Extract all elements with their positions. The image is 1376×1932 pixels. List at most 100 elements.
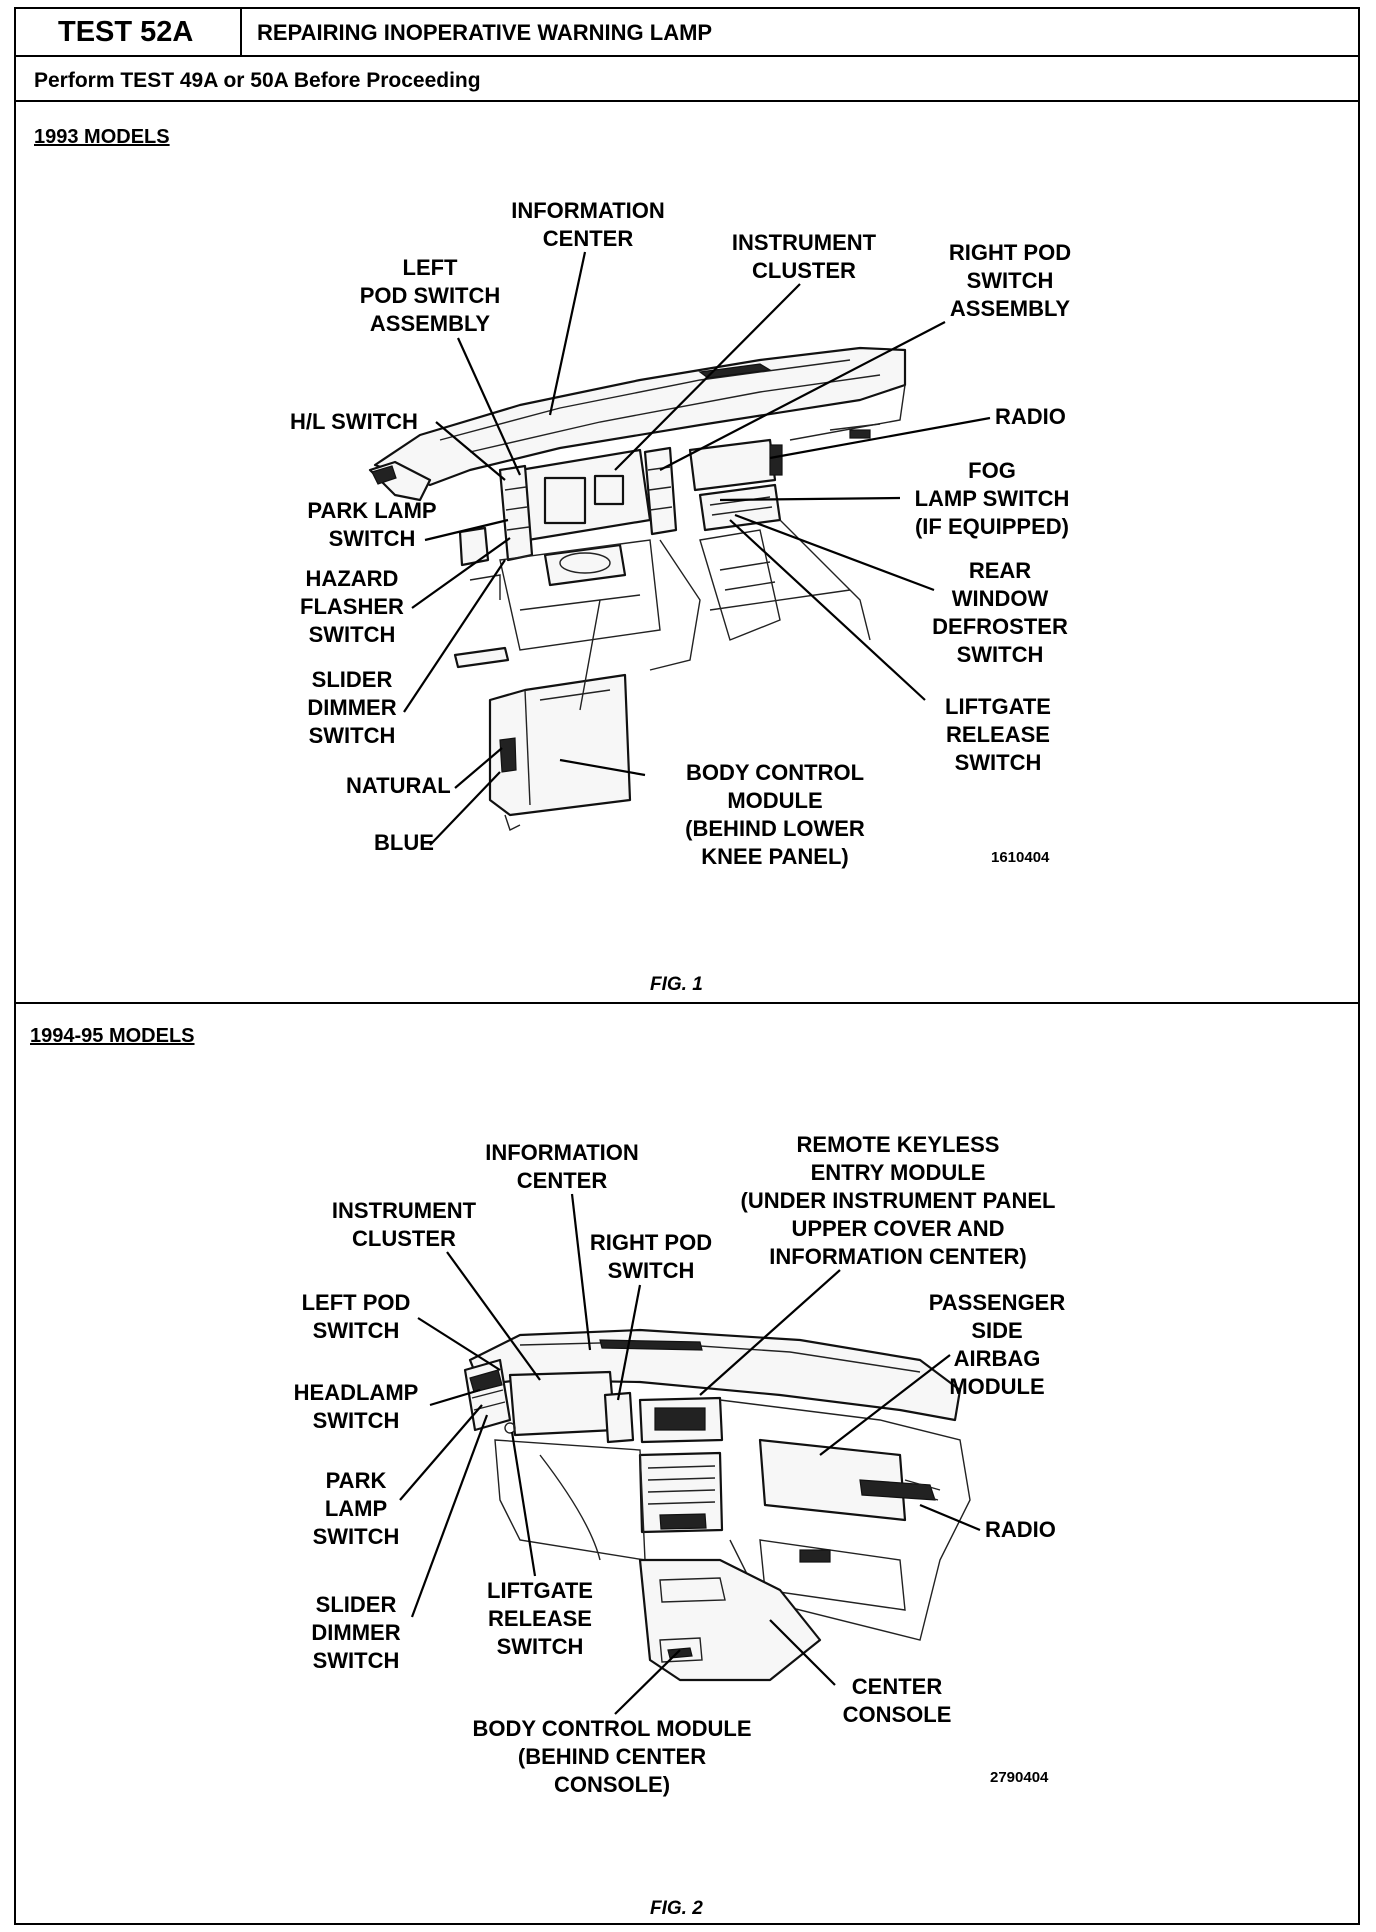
- fig2-label-body-control-module: BODY CONTROL MODULE (BEHIND CENTER CONSO…: [472, 1716, 751, 1797]
- svg-text:SWITCH: SWITCH: [497, 1634, 584, 1659]
- svg-text:INFORMATION CENTER): INFORMATION CENTER): [769, 1244, 1026, 1269]
- svg-text:SLIDER: SLIDER: [316, 1592, 397, 1617]
- fig2-label-right-pod-switch: RIGHT POD SWITCH: [590, 1230, 712, 1283]
- svg-text:CLUSTER: CLUSTER: [752, 258, 856, 283]
- figure2-section-label: 1994-95 MODELS: [30, 1025, 195, 1047]
- svg-text:RELEASE: RELEASE: [946, 722, 1050, 747]
- prerequisite-note: Perform TEST 49A or 50A Before Proceedin…: [34, 69, 481, 92]
- svg-text:HEADLAMP: HEADLAMP: [294, 1380, 419, 1405]
- svg-text:REMOTE KEYLESS: REMOTE KEYLESS: [797, 1132, 1000, 1157]
- svg-text:INFORMATION: INFORMATION: [485, 1140, 639, 1165]
- fig2-label-information-center: INFORMATION CENTER: [485, 1140, 639, 1193]
- test-title: REPAIRING INOPERATIVE WARNING LAMP: [257, 20, 713, 45]
- svg-text:PARK: PARK: [326, 1468, 387, 1493]
- fig1-label-liftgate-release-switch: LIFTGATE RELEASE SWITCH: [945, 694, 1051, 775]
- fig1-label-natural: NATURAL: [346, 773, 451, 798]
- fig1-label-body-control-module: BODY CONTROL MODULE (BEHIND LOWER KNEE P…: [685, 760, 865, 869]
- fig1-label-hl-switch: H/L SWITCH: [290, 409, 418, 434]
- fig1-label-fog-lamp-switch: FOG LAMP SWITCH (IF EQUIPPED): [915, 458, 1070, 539]
- svg-text:INSTRUMENT: INSTRUMENT: [332, 1198, 477, 1223]
- svg-text:SWITCH: SWITCH: [955, 750, 1042, 775]
- header-divider: [14, 55, 1360, 57]
- fig1-label-rear-window-defroster-switch: REAR WINDOW DEFROSTER SWITCH: [932, 558, 1068, 667]
- svg-text:CONSOLE): CONSOLE): [554, 1772, 670, 1797]
- svg-text:MODULE: MODULE: [727, 788, 822, 813]
- svg-text:LIFTGATE: LIFTGATE: [487, 1578, 593, 1603]
- svg-text:SWITCH: SWITCH: [608, 1258, 695, 1283]
- svg-text:SWITCH: SWITCH: [313, 1648, 400, 1673]
- fig1-label-left-pod-switch: LEFT POD SWITCH ASSEMBLY: [360, 255, 501, 336]
- fig1-label-information-center-line1: INFORMATION: [511, 198, 665, 223]
- svg-text:PASSENGER: PASSENGER: [929, 1290, 1066, 1315]
- svg-text:(IF EQUIPPED): (IF EQUIPPED): [915, 514, 1069, 539]
- svg-text:FLASHER: FLASHER: [300, 594, 404, 619]
- fig2-label-park-lamp-switch: PARK LAMP SWITCH: [313, 1468, 400, 1549]
- svg-text:BODY CONTROL MODULE: BODY CONTROL MODULE: [472, 1716, 751, 1741]
- page-frame: [14, 7, 1360, 1925]
- fig1-label-hazard-flasher-switch: HAZARD FLASHER SWITCH: [300, 566, 404, 647]
- svg-text:WINDOW: WINDOW: [952, 586, 1049, 611]
- svg-text:AIRBAG: AIRBAG: [954, 1346, 1041, 1371]
- fig1-label-blue: BLUE: [374, 830, 434, 855]
- fig2-label-instrument-cluster: INSTRUMENT CLUSTER: [332, 1198, 477, 1251]
- svg-text:KNEE PANEL): KNEE PANEL): [701, 844, 849, 869]
- svg-text:CONSOLE: CONSOLE: [843, 1702, 952, 1727]
- svg-text:SWITCH: SWITCH: [313, 1524, 400, 1549]
- svg-text:BODY CONTROL: BODY CONTROL: [686, 760, 864, 785]
- svg-text:(UNDER INSTRUMENT PANEL: (UNDER INSTRUMENT PANEL: [741, 1188, 1056, 1213]
- svg-text:SWITCH: SWITCH: [313, 1408, 400, 1433]
- svg-text:CENTER: CENTER: [852, 1674, 943, 1699]
- fig2-label-radio: RADIO: [985, 1517, 1056, 1542]
- fig2-dashboard-illustration: [463, 1328, 971, 1682]
- svg-text:CENTER: CENTER: [517, 1168, 608, 1193]
- fig1-leader-lines: [403, 251, 991, 846]
- test-id-divider: [240, 7, 242, 56]
- fig2-label-left-pod-switch: LEFT POD SWITCH: [302, 1290, 411, 1343]
- svg-text:(BEHIND CENTER: (BEHIND CENTER: [518, 1744, 706, 1769]
- svg-text:SWITCH: SWITCH: [967, 268, 1054, 293]
- svg-text:LAMP SWITCH: LAMP SWITCH: [915, 486, 1070, 511]
- figure2-caption: FIG. 2: [650, 1898, 703, 1919]
- svg-text:PARK LAMP: PARK LAMP: [307, 498, 436, 523]
- svg-text:LEFT: LEFT: [403, 255, 459, 280]
- svg-text:LEFT POD: LEFT POD: [302, 1290, 411, 1315]
- figure1-section-label: 1993 MODELS: [34, 126, 170, 148]
- test-id: TEST 52A: [58, 16, 194, 48]
- svg-text:LIFTGATE: LIFTGATE: [945, 694, 1051, 719]
- fig2-leader-lines: [399, 1193, 981, 1715]
- fig1-label-instrument-cluster: INSTRUMENT CLUSTER: [732, 230, 877, 283]
- fig1-dashboard-illustration: [368, 346, 907, 831]
- svg-text:ASSEMBLY: ASSEMBLY: [370, 311, 491, 336]
- fig1-label-information-center: INFORMATION CENTER: [511, 198, 665, 251]
- svg-text:HAZARD: HAZARD: [306, 566, 399, 591]
- svg-text:DEFROSTER: DEFROSTER: [932, 614, 1068, 639]
- svg-text:LAMP: LAMP: [325, 1496, 387, 1521]
- svg-text:RELEASE: RELEASE: [488, 1606, 592, 1631]
- svg-text:SWITCH: SWITCH: [957, 642, 1044, 667]
- svg-text:POD SWITCH: POD SWITCH: [360, 283, 501, 308]
- svg-text:ENTRY MODULE: ENTRY MODULE: [811, 1160, 986, 1185]
- svg-text:SLIDER: SLIDER: [312, 667, 393, 692]
- svg-text:RIGHT POD: RIGHT POD: [590, 1230, 712, 1255]
- svg-text:REAR: REAR: [969, 558, 1031, 583]
- svg-text:SIDE: SIDE: [971, 1318, 1022, 1343]
- fig1-label-park-lamp-switch: PARK LAMP SWITCH: [307, 498, 436, 551]
- svg-text:RIGHT POD: RIGHT POD: [949, 240, 1071, 265]
- svg-text:DIMMER: DIMMER: [307, 695, 396, 720]
- svg-text:FOG: FOG: [968, 458, 1016, 483]
- svg-text:INSTRUMENT: INSTRUMENT: [732, 230, 877, 255]
- fig2-label-slider-dimmer-switch: SLIDER DIMMER SWITCH: [311, 1592, 400, 1673]
- svg-text:ASSEMBLY: ASSEMBLY: [950, 296, 1071, 321]
- fig1-label-slider-dimmer-switch: SLIDER DIMMER SWITCH: [307, 667, 396, 748]
- svg-text:MODULE: MODULE: [949, 1374, 1044, 1399]
- prerequisite-divider: [14, 100, 1360, 102]
- fig2-label-liftgate-release-switch: LIFTGATE RELEASE SWITCH: [487, 1578, 593, 1659]
- fig1-label-information-center-line2: CENTER: [543, 226, 634, 251]
- fig2-label-remote-keyless-entry-module: REMOTE KEYLESS ENTRY MODULE (UNDER INSTR…: [741, 1132, 1056, 1269]
- svg-text:DIMMER: DIMMER: [311, 1620, 400, 1645]
- fig1-label-right-pod-switch: RIGHT POD SWITCH ASSEMBLY: [949, 240, 1071, 321]
- fig1-label-radio: RADIO: [995, 404, 1066, 429]
- svg-text:SWITCH: SWITCH: [313, 1318, 400, 1343]
- figure1-caption: FIG. 1: [650, 974, 703, 995]
